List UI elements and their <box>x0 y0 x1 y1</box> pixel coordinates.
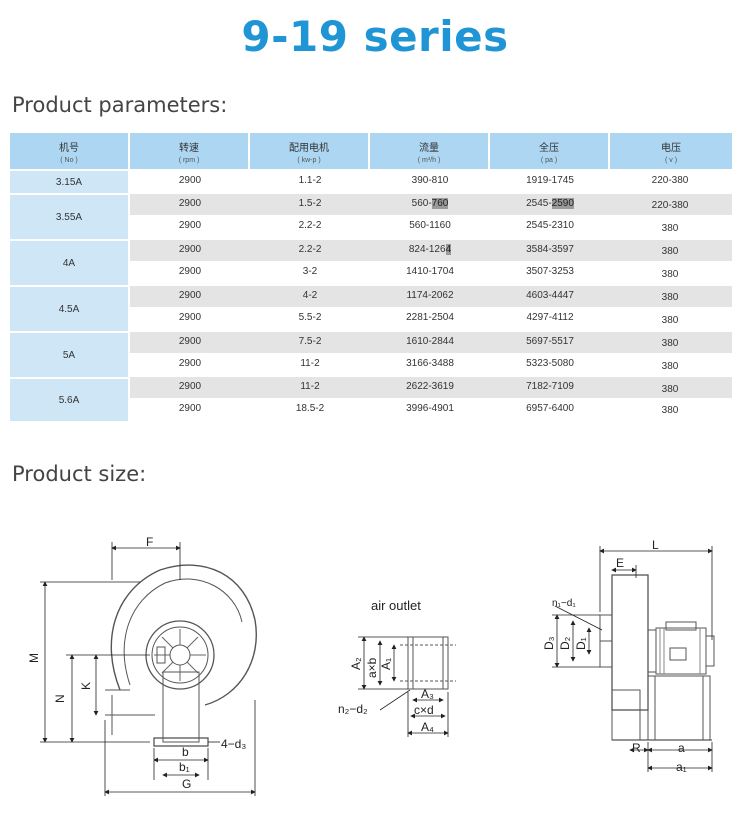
dim-label-D2: D₂ <box>558 636 572 650</box>
dim-label-A1: A₁ <box>379 658 393 670</box>
voltage-cell: 380 <box>661 223 679 234</box>
dim-label-G: G <box>182 777 191 791</box>
model-cell: 4A <box>10 239 128 285</box>
voltage-cell: 380 <box>661 269 679 280</box>
air-outlet-label: air outlet <box>371 598 421 613</box>
voltage-cell: 220-380 <box>651 175 689 186</box>
dim-label-A3: A₃ <box>421 687 434 701</box>
voltage-cell: 380 <box>661 246 679 257</box>
header-speed: 转速( rpm ) <box>130 133 250 169</box>
section-heading-parameters: Product parameters: <box>12 93 228 117</box>
dim-label-n1d1: n₁−d₁ <box>552 598 576 609</box>
table-row: 2900 2.2-2 560-1160 2545-2310 <box>178 220 574 231</box>
front-view-drawing <box>105 564 257 747</box>
table-row: 2900 3-2 1410-1704 3507-3253 <box>178 266 574 277</box>
outlet-flange-drawing <box>400 636 456 690</box>
voltage-cell: 380 <box>661 361 679 372</box>
outlet-flange-dimensions <box>358 636 449 737</box>
voltage-cell: 380 <box>661 315 679 326</box>
table-row: 2900 7.5-2 1610-2844 5697-5517 <box>130 332 732 353</box>
table-row: 2900 2.2-2 824-1264 3584-3597 <box>130 240 732 261</box>
dim-label-D3: D₃ <box>542 636 556 650</box>
header-pressure: 全压( pa ) <box>490 133 610 169</box>
voltage-cell: 220-380 <box>651 200 689 211</box>
side-view-dimensions <box>552 546 713 772</box>
dim-label-axb: a×b <box>365 657 379 678</box>
dim-label-M: M <box>27 653 41 663</box>
front-view-dimensions <box>40 542 256 796</box>
model-cell: 5A <box>10 331 128 377</box>
dim-label-cxd: c×d <box>414 703 434 717</box>
voltage-cell: 380 <box>661 405 679 416</box>
model-cell: 3.55A <box>10 193 128 239</box>
voltage-cell: 380 <box>661 292 679 303</box>
model-cell: 5.6A <box>10 377 128 421</box>
table-row: 2900 1.5-2 560-760 2545-2590 <box>130 194 732 215</box>
dim-label-holes: 4−d₃ <box>221 737 246 751</box>
model-cell: 4.5A <box>10 285 128 331</box>
header-flow: 流量( m³/h ) <box>370 133 490 169</box>
dim-label-b: b <box>182 745 189 759</box>
dim-label-n2d2: n₂−d₂ <box>338 702 368 716</box>
section-heading-size: Product size: <box>12 462 147 486</box>
side-view-drawing <box>599 574 715 741</box>
dim-label-N: N <box>53 694 67 703</box>
dim-label-a: a <box>678 741 685 755</box>
voltage-cell: 380 <box>661 338 679 349</box>
dim-label-A2: A₂ <box>349 657 363 670</box>
dim-label-b1: b₁ <box>179 760 190 774</box>
dim-label-a1: a₁ <box>676 760 687 774</box>
table-row: 2900 5.5-2 2281-2504 4297-4112 <box>178 312 574 323</box>
page-title: 9-19 series <box>241 12 509 61</box>
voltage-cell: 380 <box>661 384 679 395</box>
dim-label-L: L <box>652 538 659 552</box>
dim-label-E: E <box>616 556 624 570</box>
header-model: 机号( No ) <box>10 133 130 169</box>
table-row: 2900 11-2 2622-3619 7182-7109 <box>130 377 732 398</box>
dim-label-F: F <box>146 535 153 549</box>
table-row: 2900 4-2 1174-2062 4603-4447 <box>130 286 732 307</box>
dim-label-A4: A₄ <box>421 720 434 734</box>
model-cell: 3.15A <box>10 169 128 193</box>
header-voltage: 电压( v ) <box>610 133 732 169</box>
table-row: 2900 18.5-2 3996-4901 6957-6400 <box>178 403 574 414</box>
dim-label-R: R <box>632 741 641 755</box>
header-motor: 配用电机( kw-p ) <box>250 133 370 169</box>
dim-label-D1: D₁ <box>574 637 588 650</box>
dim-label-K: K <box>79 682 93 690</box>
table-row: 2900 1.1-2 390-810 1919-1745 <box>178 175 574 186</box>
table-row: 2900 11-2 3166-3488 5323-5080 <box>178 358 574 369</box>
